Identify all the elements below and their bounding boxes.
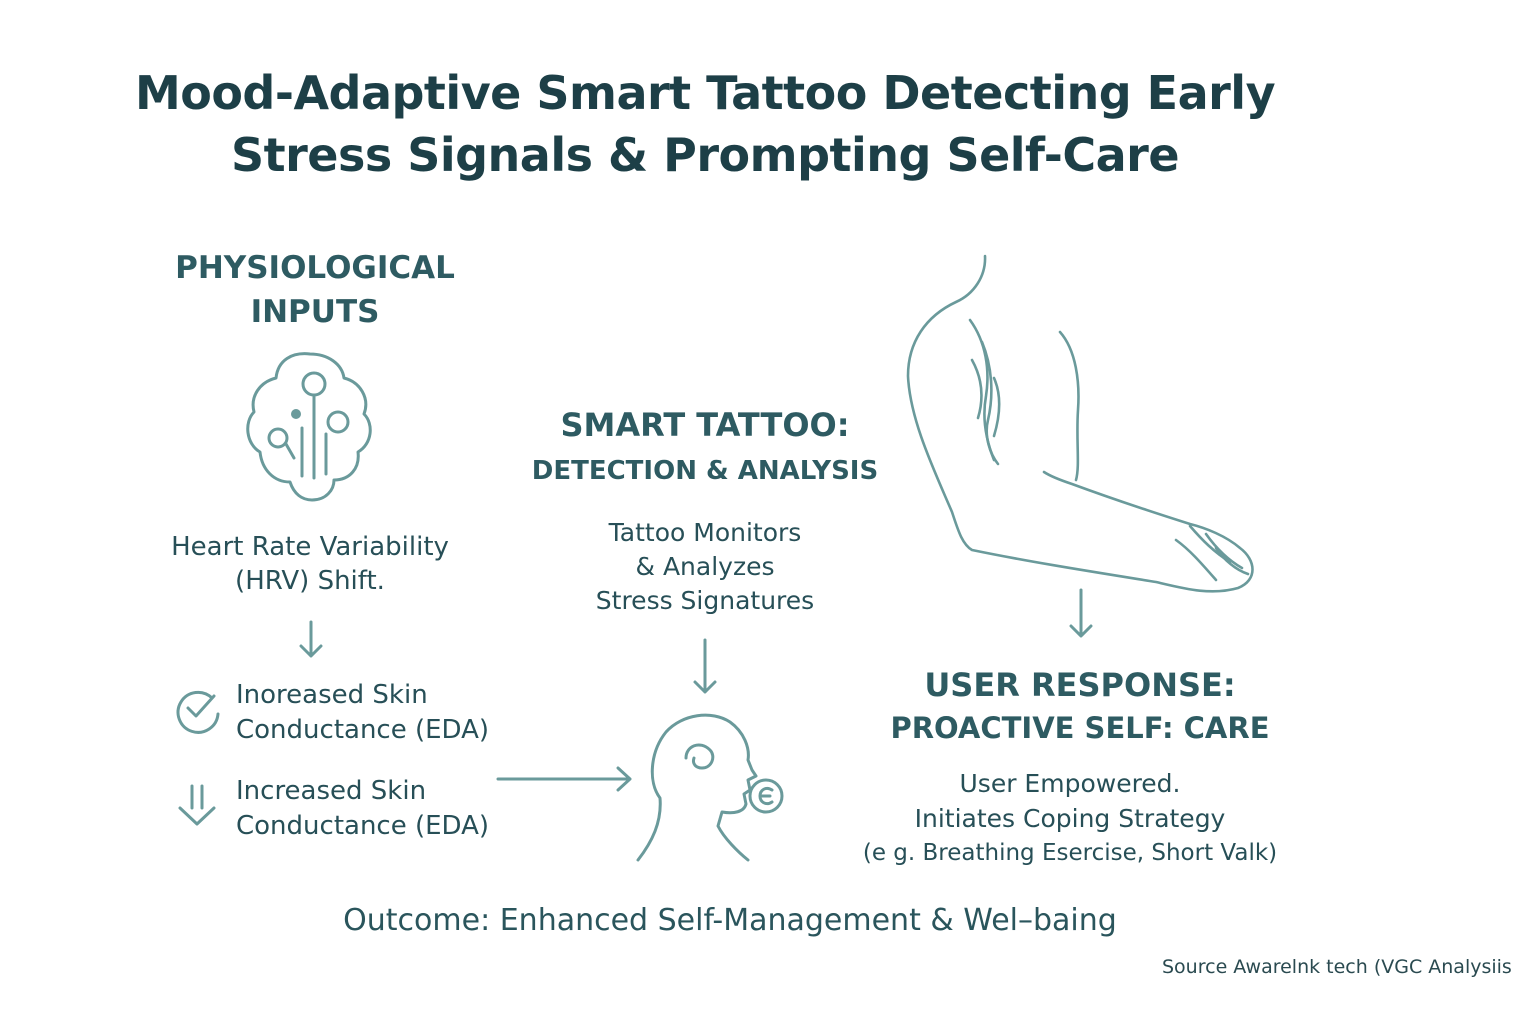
page-title: Mood-Adaptive Smart Tattoo Detecting Ear… [0, 62, 1410, 186]
arm-illustration [906, 254, 1254, 593]
arrow-down-icon [299, 620, 323, 658]
title-line-2: Stress Signals & Prompting Self-Care [230, 128, 1180, 182]
response-description: User Empowered. Initiates Coping Strateg… [862, 769, 1278, 866]
head-breathing-icon [636, 713, 784, 862]
hrv-text: Heart Rate Variability (HRV) Shift. [171, 532, 449, 596]
down-arrows-icon [178, 784, 216, 826]
eda-item-2: Increased Skin Conductance (EDA) [236, 776, 490, 841]
outcome-text: Outcome: Enhanced Self-Management & Wel–… [343, 903, 1117, 938]
inputs-heading: PHYSIOLOGICAL INPUTS [175, 250, 455, 330]
brain-circuit-icon [246, 352, 372, 502]
arrow-right-icon [496, 766, 632, 792]
source-text: Source Awarelnk tech (VGC Analysiis [1162, 956, 1512, 978]
tattoo-description: Tattoo Monitors & Analyzes Stress Signat… [595, 518, 815, 615]
title-line-1: Mood-Adaptive Smart Tattoo Detecting Ear… [134, 66, 1276, 120]
check-circle-icon [176, 690, 220, 734]
arrow-down-icon-2 [693, 638, 717, 694]
eda-item-1: Inoreased Skin Conductance (EDA) [236, 680, 490, 745]
response-heading: USER RESPONSE: PROACTIVE SELF: CARE [890, 666, 1270, 745]
arrow-down-icon-3 [1069, 588, 1093, 638]
tattoo-heading: SMART TATTOO: DETECTION & ANALYSIS [531, 406, 879, 486]
